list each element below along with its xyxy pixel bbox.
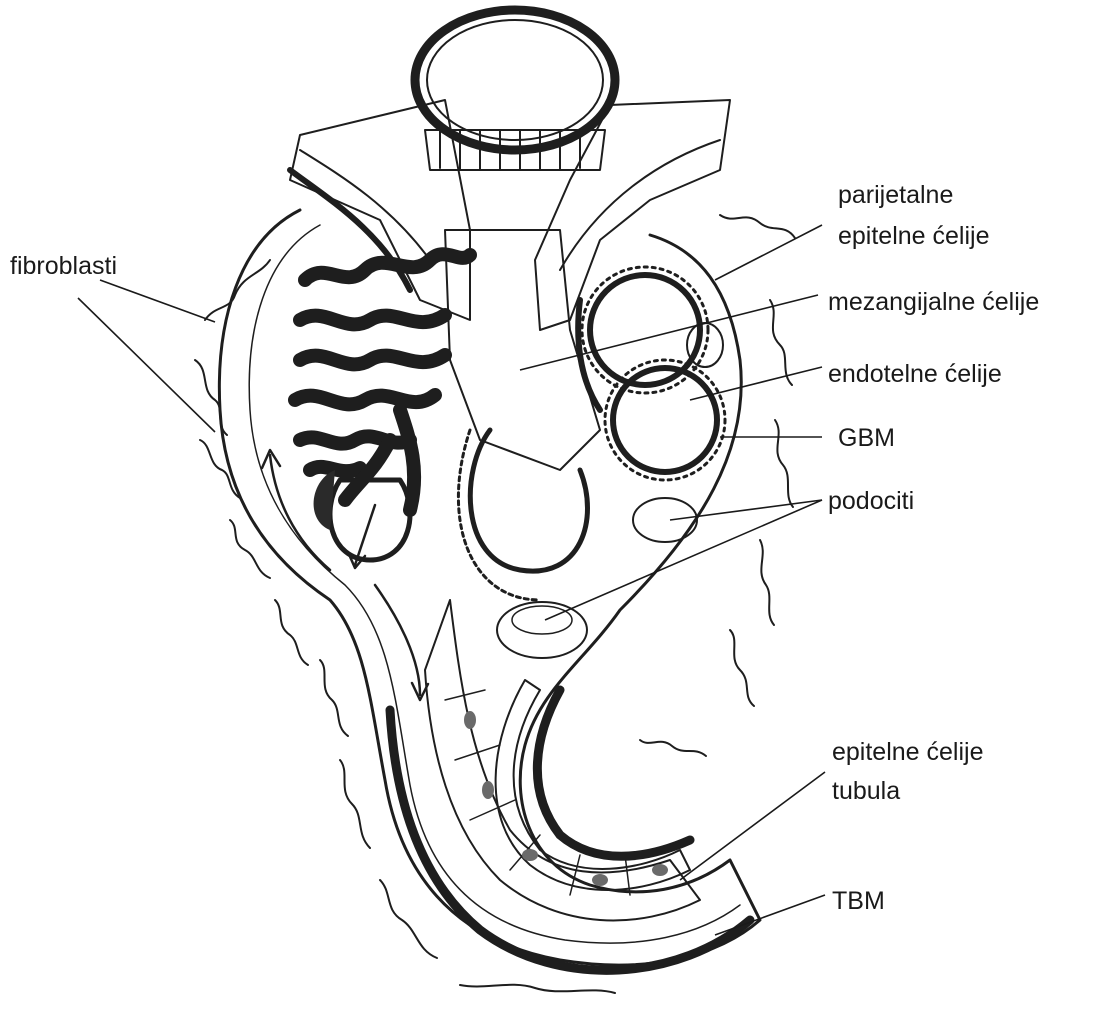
arteriole-band-right — [535, 100, 730, 330]
label-parietal-epithelial-line2: epitelne ćelije — [838, 222, 990, 250]
label-parietal-epithelial-line1: parijetalne — [838, 181, 953, 209]
label-mesangial-cells: mezangijalne ćelije — [828, 288, 1039, 316]
label-fibroblasti: fibroblasti — [10, 252, 117, 280]
label-podocytes: podociti — [828, 487, 914, 515]
label-tubular-epithelial-line2: tubula — [832, 777, 900, 805]
distal-tubule-circle — [415, 10, 615, 170]
proximal-tubule — [390, 600, 750, 970]
leader-lines — [78, 225, 825, 935]
capillary-loops-right — [578, 267, 725, 480]
label-tubular-epithelial-line1: epitelne ćelije — [832, 738, 984, 766]
label-gbm: GBM — [838, 424, 895, 452]
capillary-tuft-left — [295, 254, 470, 510]
label-endothelial-cells: endotelne ćelije — [828, 360, 1002, 388]
label-tbm: TBM — [832, 887, 885, 915]
